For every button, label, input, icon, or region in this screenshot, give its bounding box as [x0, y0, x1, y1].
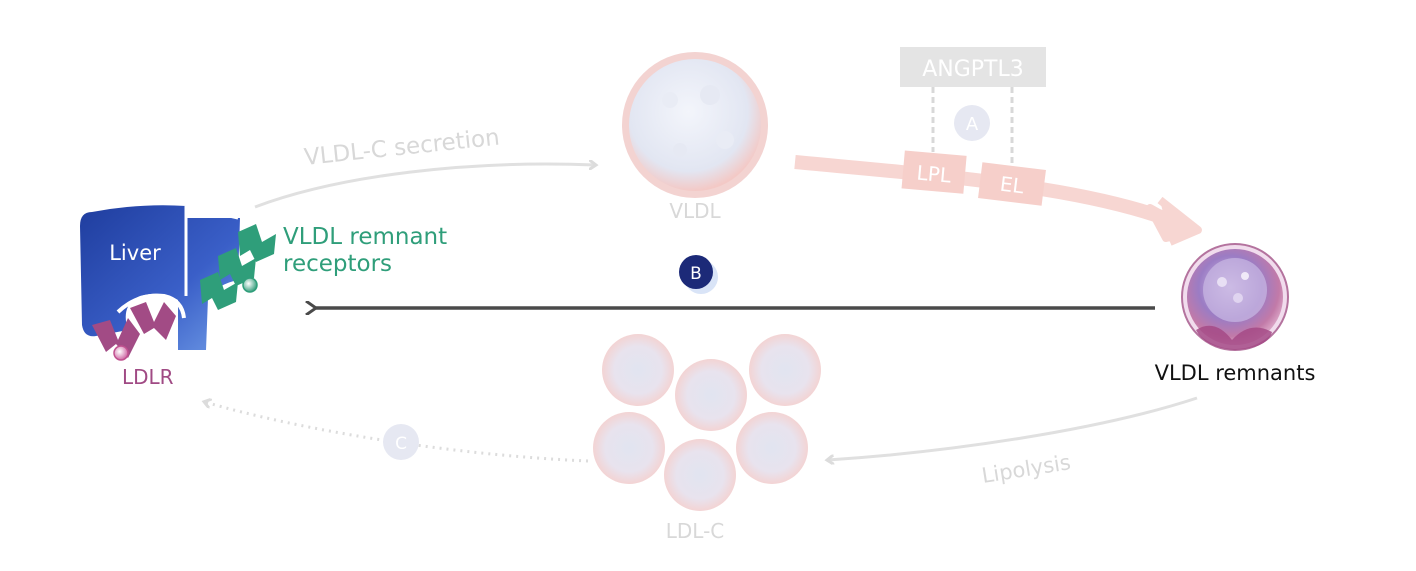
vldl-remnant-receptors-label-line2: receptors [283, 251, 392, 277]
marker-c-label: C [395, 434, 407, 454]
vldl-particle [622, 52, 768, 198]
vldl-c-secretion-label: VLDL-C secretion [303, 125, 501, 171]
marker-b: B [679, 255, 718, 294]
marker-a: A [954, 105, 990, 141]
lipolysis-label: Lipolysis [980, 450, 1072, 488]
secretion-arrow [254, 164, 595, 209]
ldlr-label: LDLR [122, 365, 174, 389]
angptl3-label: ANGPTL3 [922, 57, 1024, 82]
el-label: EL [999, 172, 1026, 199]
lipase-arrowhead [1146, 196, 1202, 246]
lpl-box: LPL [901, 150, 967, 194]
ldl-c-particle-cluster [593, 334, 821, 511]
marker-b-label: B [690, 264, 702, 284]
el-box: EL [978, 162, 1046, 206]
ldlr-particle-dot [113, 345, 129, 361]
vldl-remnant-particle-dot [242, 277, 258, 293]
vldl-remnants-label: VLDL remnants [1155, 361, 1316, 385]
liver-organ [80, 204, 240, 350]
liver-label: Liver [109, 241, 161, 265]
vldl-remnant-receptors-label-line1: VLDL remnant [283, 224, 447, 250]
angptl3-box [900, 47, 1046, 87]
lpl-label: LPL [916, 161, 953, 188]
vldl-remnant-particle [1181, 243, 1289, 351]
marker-c: C [383, 424, 419, 460]
lipolysis-arrow [828, 396, 1198, 460]
ldlr-receptors [92, 302, 176, 358]
marker-a-label: A [966, 114, 979, 135]
ldl-c-label: LDL-C [666, 519, 725, 543]
vldl-label: VLDL [669, 199, 721, 223]
vldl-remnant-receptors [200, 224, 276, 310]
